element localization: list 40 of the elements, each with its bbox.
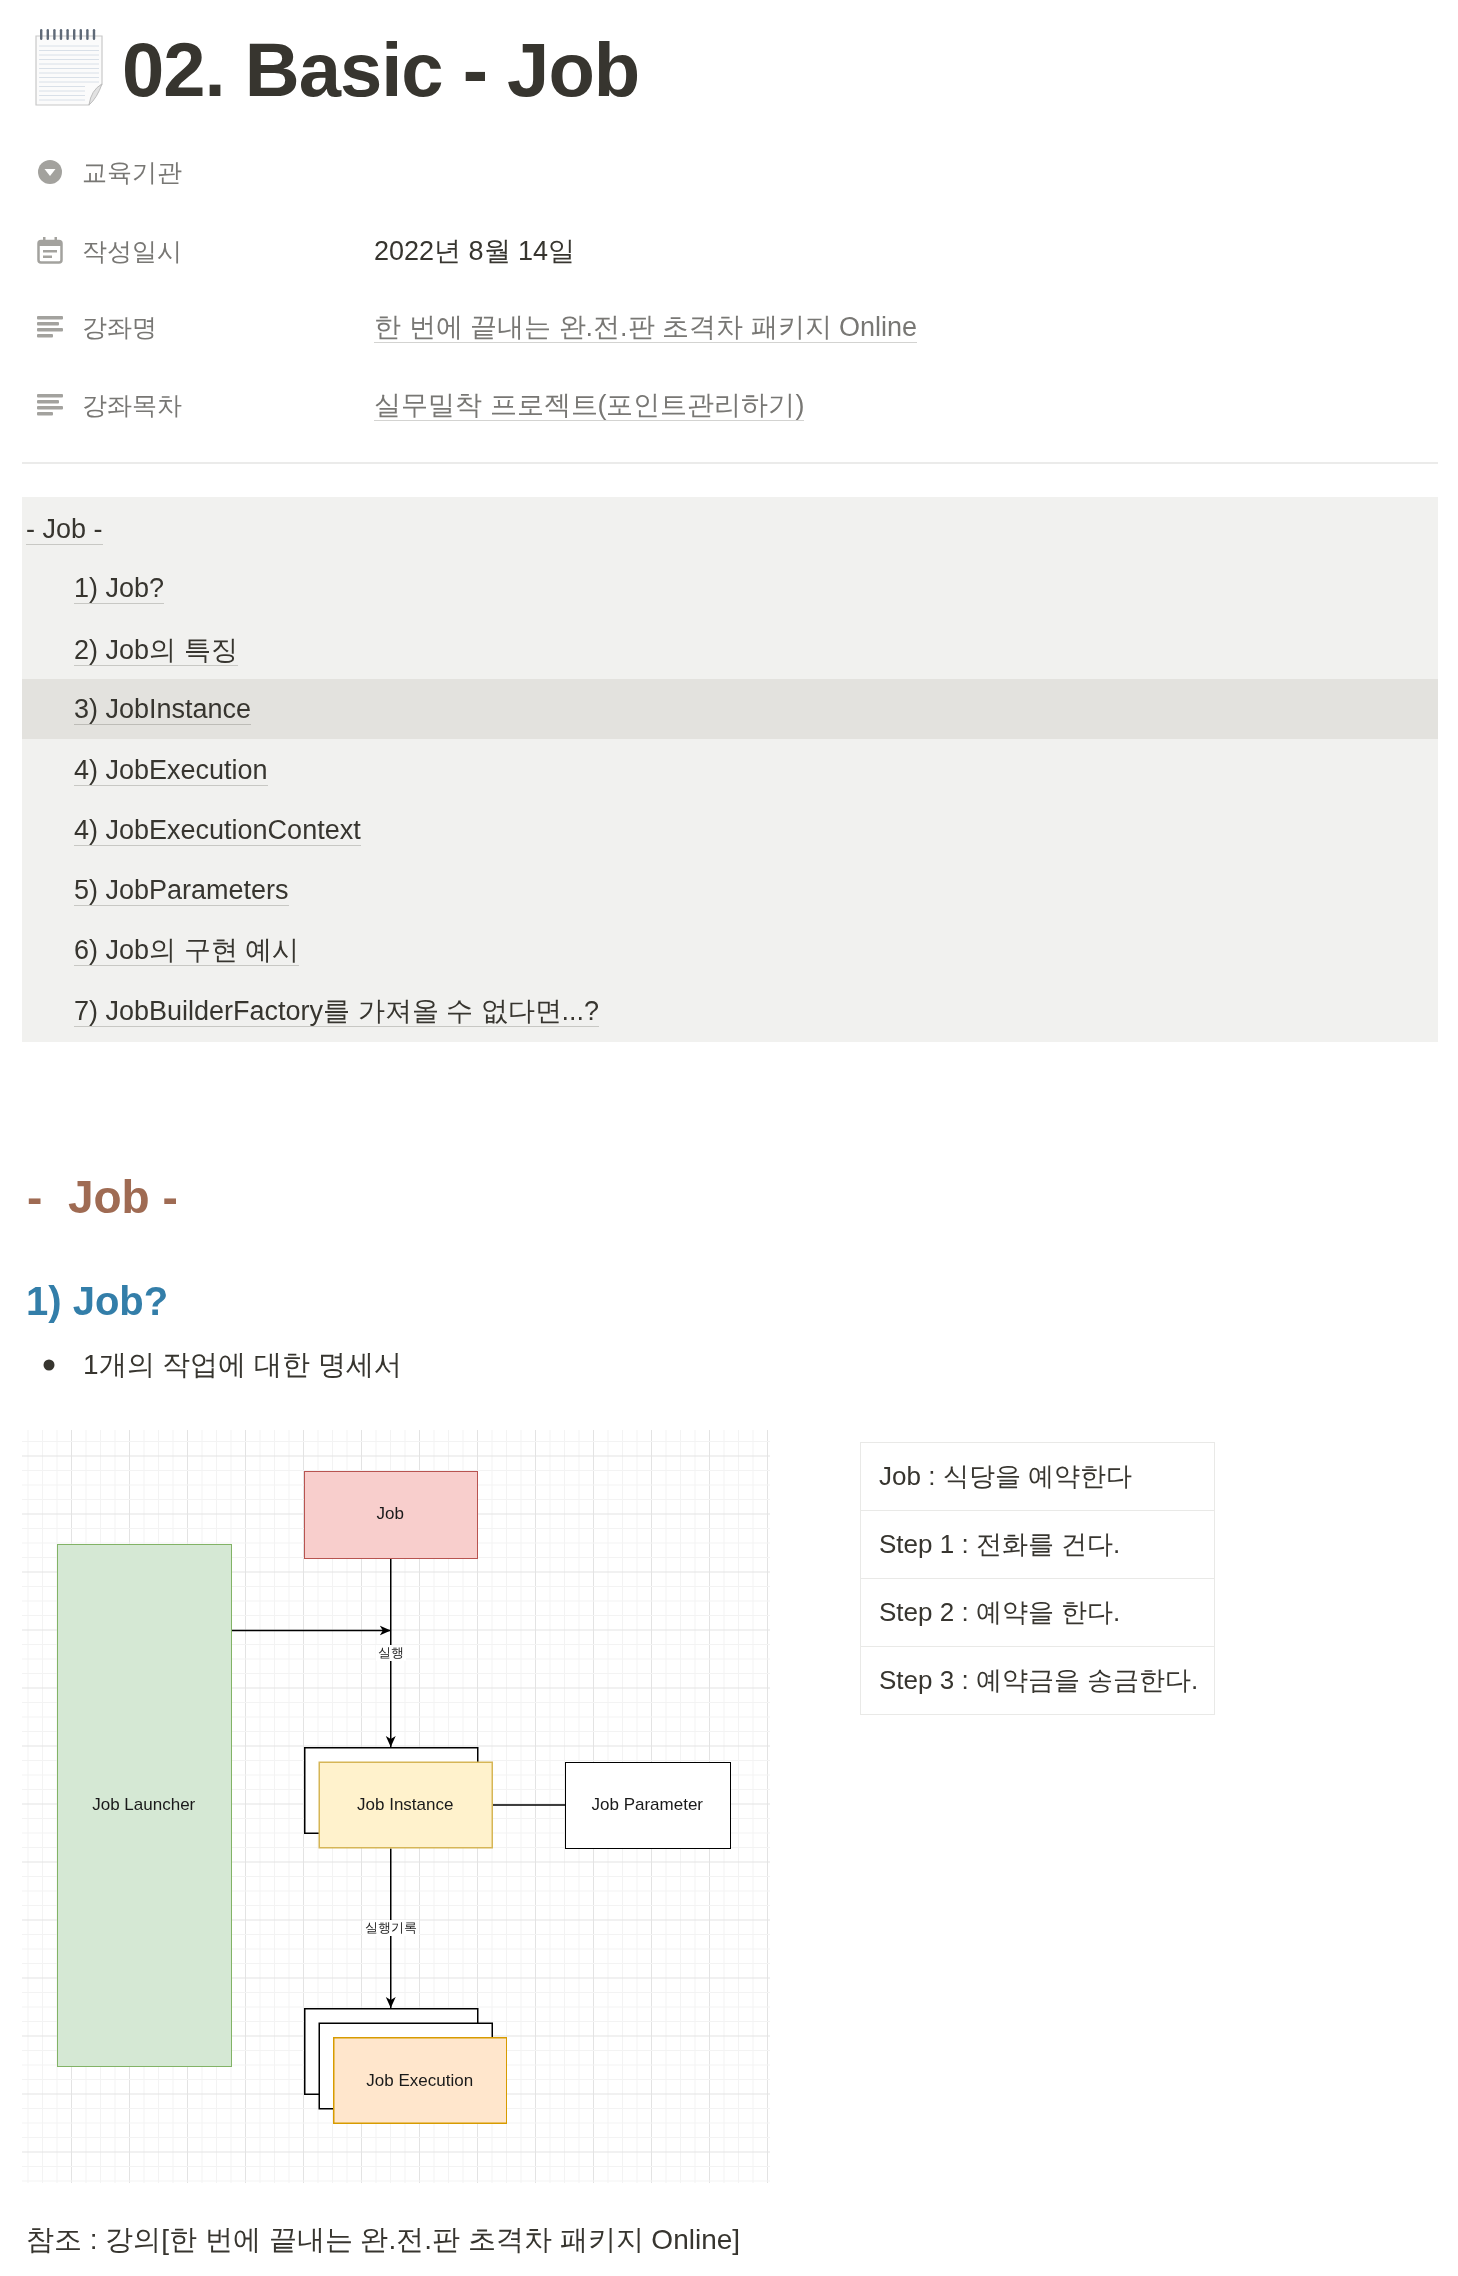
node-label: Job Parameter bbox=[591, 1793, 703, 1816]
property-label: 강좌명 bbox=[82, 311, 157, 343]
property-label: 작성일시 bbox=[82, 235, 182, 267]
subsection-heading: 1) Job? bbox=[26, 1278, 169, 1325]
table-cell: Step 3 : 예약금을 송금한다. bbox=[860, 1646, 1215, 1715]
node-label: Job bbox=[376, 1503, 404, 1526]
course-link: 한 번에 끝내는 완.전.판 초격차 패키지 Online bbox=[374, 312, 918, 343]
property-label: 교육기관 bbox=[82, 156, 182, 188]
process-box bbox=[57, 1544, 232, 2067]
process-box bbox=[303, 1471, 478, 1559]
node-label: Job Launcher bbox=[92, 1793, 196, 1816]
toc-link: - Job - bbox=[26, 514, 103, 545]
section-heading: - Job - bbox=[27, 1170, 178, 1225]
toc-link: 2) Job의 특징 bbox=[74, 635, 238, 666]
property-label: 강좌목차 bbox=[82, 389, 182, 421]
toc-link: 1) Job? bbox=[74, 573, 165, 604]
page-title: 02. Basic - Job bbox=[122, 26, 640, 114]
arrow bbox=[230, 1625, 392, 1636]
toc-link: 5) JobParameters bbox=[74, 875, 289, 906]
stacked-box bbox=[303, 1747, 493, 1849]
arrow bbox=[385, 1557, 396, 1748]
toc-link: 7) JobBuilderFactory를 가져올 수 없다면...? bbox=[74, 996, 600, 1027]
process-box bbox=[565, 1761, 731, 1849]
table-cell: Step 2 : 예약을 한다. bbox=[860, 1578, 1215, 1647]
connector-line bbox=[491, 1804, 566, 1806]
course-link: 실무밀착 프로젝트(포인트관리하기) bbox=[374, 390, 805, 421]
toc-link: 4) JobExecutionContext bbox=[74, 815, 361, 846]
node-label: Job Instance bbox=[357, 1794, 454, 1816]
table-cell: Step 1 : 전화를 건다. bbox=[860, 1510, 1215, 1579]
property-value: 2022년 8월 14일 bbox=[374, 234, 576, 268]
toc-link: 3) JobInstance bbox=[74, 694, 252, 725]
toc-link: 6) Job의 구현 예시 bbox=[74, 935, 300, 966]
edge-label: 실행기록 bbox=[362, 1920, 419, 1937]
node-label: Job Execution bbox=[366, 2069, 474, 2092]
bullet-text: 1개의 작업에 대한 명세서 bbox=[83, 1348, 402, 1382]
arrow bbox=[385, 1847, 396, 2009]
table-cell: Job : 식당을 예약한다 bbox=[860, 1442, 1215, 1511]
reference-note: 참조 : 강의[한 번에 끝내는 완.전.판 초격차 패키지 Online] bbox=[26, 2223, 741, 2257]
toc-link: 4) JobExecution bbox=[74, 755, 268, 786]
stacked-box bbox=[303, 2008, 507, 2124]
